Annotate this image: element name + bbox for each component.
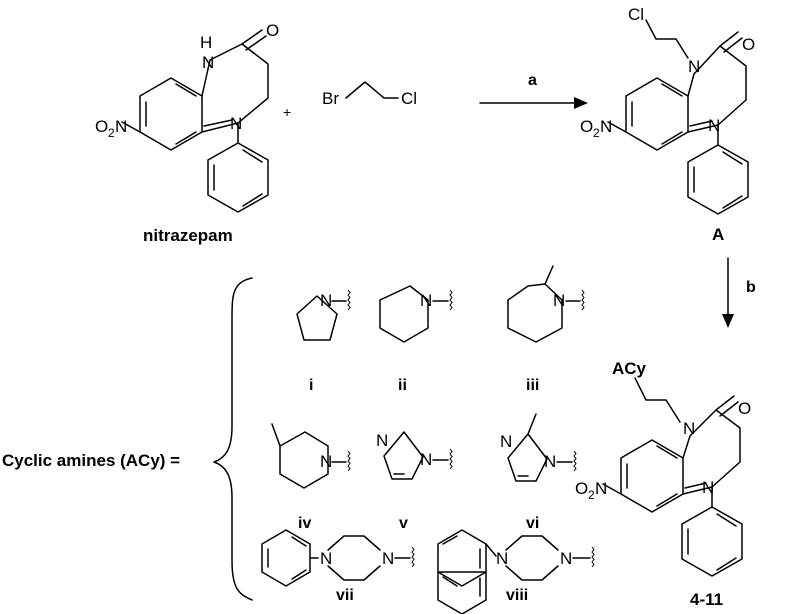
nitrazepam-structure: H N O N O 2 N nitrazepam xyxy=(95,21,279,245)
product-carbonyl-o: O xyxy=(738,399,751,418)
product-imine-n: N xyxy=(702,478,714,497)
amine-v-n3: N xyxy=(376,431,388,450)
amine-v-numeral: v xyxy=(399,515,408,532)
nitrazepam-label: nitrazepam xyxy=(143,226,233,245)
product-nitro-sub: 2 xyxy=(588,488,595,502)
compound-a-n1: N xyxy=(688,57,700,76)
amine-vii-n4: N xyxy=(382,549,394,568)
compound-a-structure: Cl N O N O 2 N A xyxy=(580,5,755,244)
amine-vi-numeral: vi xyxy=(526,515,539,532)
amine-i-numeral: i xyxy=(309,377,313,394)
compound-a-chlorine: Cl xyxy=(628,5,644,24)
reaction-arrow-b: b xyxy=(722,257,756,328)
amine-iii-numeral: iii xyxy=(526,377,539,394)
amine-viii-n1: N xyxy=(496,549,508,568)
amine-iv-3-methylpiperidine: N iv xyxy=(271,423,351,532)
amine-vi-n1: N xyxy=(544,452,556,471)
compound-a-carbonyl-o: O xyxy=(742,35,755,54)
amine-vi-2-methylimidazole: N N vi xyxy=(500,413,577,532)
product-nitro-o: O xyxy=(575,479,588,498)
amine-iv-n: N xyxy=(320,452,332,471)
compound-a-nitro-o: O xyxy=(580,117,593,136)
curly-brace xyxy=(213,277,253,601)
reagent-label-a: a xyxy=(528,72,537,89)
compound-a-nitro-sub: 2 xyxy=(593,126,600,140)
amine-v-n1: N xyxy=(420,450,432,469)
amine-iii-2-methylpiperidine: N iii xyxy=(507,265,585,394)
reagent-label-b: b xyxy=(746,279,756,296)
compound-a-imine-n: N xyxy=(708,116,720,135)
amine-viii-numeral: viii xyxy=(506,587,528,604)
compound-a-label: A xyxy=(712,225,724,244)
amine-viii-n4: N xyxy=(560,549,572,568)
amine-v-imidazole: N N v xyxy=(376,431,453,532)
nitrazepam-nh-n: N xyxy=(202,53,214,72)
cyclic-amines-label: Cyclic amines (ACy) = xyxy=(2,451,180,470)
amine-vi-n3: N xyxy=(500,432,512,451)
amine-ii-numeral: ii xyxy=(398,377,407,394)
product-acy-label: ACy xyxy=(612,359,647,378)
plus-sign: + xyxy=(283,104,291,120)
product-n1: N xyxy=(683,419,695,438)
amine-i-pyrrolidine: N i xyxy=(296,289,351,394)
compound-a-nitro-n: N xyxy=(600,117,612,136)
product-nitro-n: N xyxy=(595,479,607,498)
nitrazepam-nh-h: H xyxy=(200,33,212,52)
nitrazepam-carbonyl-o: O xyxy=(266,21,279,40)
amine-iii-n: N xyxy=(553,291,565,310)
bromochloroethane-structure: Br Cl xyxy=(322,81,417,108)
amine-viii-naphthylpiperazine: N N viii xyxy=(437,529,595,614)
amine-iv-numeral: iv xyxy=(298,515,311,532)
amine-ii-n: N xyxy=(420,291,432,310)
nitrazepam-nitro-o: O xyxy=(95,117,108,136)
chlorine-atom: Cl xyxy=(401,89,417,108)
nitrazepam-nitro-n: N xyxy=(115,117,127,136)
amine-vii-phenylpiperazine: N N vii xyxy=(261,529,415,604)
reaction-arrow-a: a xyxy=(479,72,588,109)
product-label: 4-11 xyxy=(690,590,723,609)
amine-i-n: N xyxy=(320,291,332,310)
nitrazepam-imine-n: N xyxy=(230,114,242,133)
amine-vii-numeral: vii xyxy=(336,587,354,604)
nitrazepam-nitro-sub: 2 xyxy=(108,126,115,140)
product-structure: ACy N O N O 2 N 4-11 xyxy=(575,359,751,609)
amine-ii-piperidine: N ii xyxy=(379,285,453,394)
amine-vii-n1: N xyxy=(320,549,332,568)
bromine-atom: Br xyxy=(322,89,339,108)
